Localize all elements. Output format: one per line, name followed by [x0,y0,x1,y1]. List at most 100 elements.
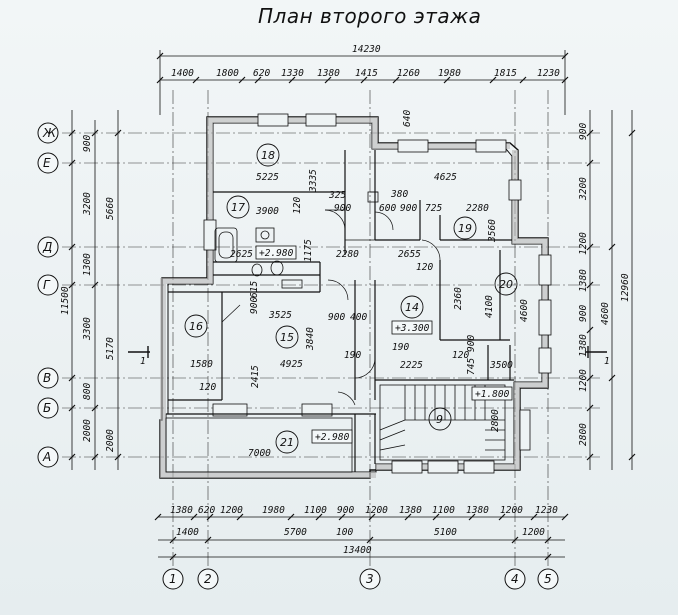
level-mark: +3.300 [395,323,430,334]
dim-overall-top: 14230 [352,44,381,55]
interior-walls [166,150,514,472]
axis-label-row: Б [43,401,51,415]
dim-top-6: 1415 [355,68,378,79]
level-mark: +2.980 [259,248,294,259]
dim-top-5: 1380 [317,68,340,79]
dim-inner: 190 [344,350,361,361]
dim-bottom-row2-3: 100 [336,527,353,538]
dim-inner: 120 [416,262,433,273]
dim-left-col2-2: 5170 [105,337,116,360]
dim-inner: 3840 [305,327,316,351]
dim-top-10: 1230 [537,68,560,79]
axis-label-col: 3 [366,572,374,586]
dim-inner: 4600 [519,299,530,322]
dim-inner: 900 [466,335,477,352]
dim-inner: 7000 [248,448,271,459]
dim-inner: 1580 [190,359,213,370]
dim-inner: 4100 [484,295,495,318]
dimension-ticks [68,52,636,561]
dim-left-col2-3: 2000 [105,429,116,452]
dim-inner: 120 [452,350,469,361]
dim-right-8: 2800 [578,423,589,446]
level-mark: +2.980 [315,432,350,443]
windows [203,113,552,474]
dim-top-2: 1800 [216,68,239,79]
dim-top-1: 1400 [171,68,194,79]
axis-label-row: Д [42,240,52,254]
dim-top-8: 1980 [438,68,461,79]
dim-inner: 2280 [466,203,489,214]
dim-inner: 2280 [336,249,359,260]
dim-inner: 5225 [256,172,279,183]
dim-left-1: 900 [82,135,93,152]
room-number: 18 [261,149,275,162]
room-number: 15 [280,331,294,344]
dim-top-7: 1260 [397,68,420,79]
dim-inner: 2800 [490,409,501,432]
dim-inner: 380 [390,189,408,200]
axis-grid [62,90,600,568]
dim-left-4: 3300 [82,317,93,341]
dim-bottom-1: 1380 [170,505,193,516]
room-number: 16 [189,320,203,333]
dim-right-1: 900 [578,123,589,140]
dim-bottom-3: 1200 [220,505,243,516]
dim-bottom-row2-5: 1200 [522,527,545,538]
dim-inner: 190 [392,342,409,353]
balcony-outline [165,417,353,473]
section-label: 1 [140,356,146,367]
dim-inner: 120 [292,197,303,214]
dim-right-3: 1200 [578,232,589,255]
dim-bottom-6: 900 [337,505,354,516]
dim-inner: 3525 [268,310,292,321]
room-number: 9 [436,413,443,426]
dim-overall-bottom: 13400 [343,545,372,556]
dim-bottom-9: 1100 [432,505,455,516]
dim-inner: 120 [199,382,216,393]
dim-inner: 325 [328,190,346,201]
dim-bottom-2: 620 [198,505,215,516]
dim-inner: 2360 [453,287,464,310]
dim-right-overall: 12960 [620,273,631,302]
room-number: 19 [458,222,472,235]
level-mark: +1.800 [475,389,510,400]
dim-top-3: 620 [253,68,270,79]
dim-bottom-row2-4: 5100 [434,527,457,538]
dimension-lines [71,50,633,558]
dim-inner: 1175 [303,239,314,262]
axis-label-col: 4 [511,572,519,586]
dim-inner: 725 [425,203,442,214]
dim-inner: 615 [249,281,260,298]
room-number: 17 [231,201,245,214]
dim-inner: 900 [400,203,417,214]
bathroom-fixtures [214,191,379,289]
dim-top-4: 1330 [281,68,304,79]
dim-bottom-11: 1200 [500,505,523,516]
dim-right-2: 3200 [578,177,589,201]
axis-label-row: Е [43,156,51,170]
dim-bottom-8: 1380 [399,505,422,516]
dim-right-7: 1200 [578,369,589,392]
section-label: 1 [604,356,610,367]
dim-left-3: 1300 [82,253,93,276]
axis-label-row: А [42,450,51,464]
axis-label-row: В [43,371,51,385]
staircase [379,384,506,461]
level-boxes [255,245,513,444]
dim-inner: 400 [350,312,367,323]
dim-inner: 900 [328,312,345,323]
dim-right-5: 900 [578,305,589,322]
dim-right-6: 1380 [578,334,589,357]
dim-bottom-row2-2: 5700 [284,527,307,538]
axis-label-col: 1 [169,572,177,586]
dim-bottom-10: 1380 [466,505,489,516]
room-number: 21 [280,436,294,449]
dim-inner: 600 [379,203,396,214]
dim-bottom-row2-1: 1400 [176,527,199,538]
dim-bottom-5: 1100 [304,505,327,516]
dim-bottom-4: 1980 [262,505,285,516]
room-number: 14 [405,301,419,314]
dim-left-overall: 11500 [60,286,71,315]
